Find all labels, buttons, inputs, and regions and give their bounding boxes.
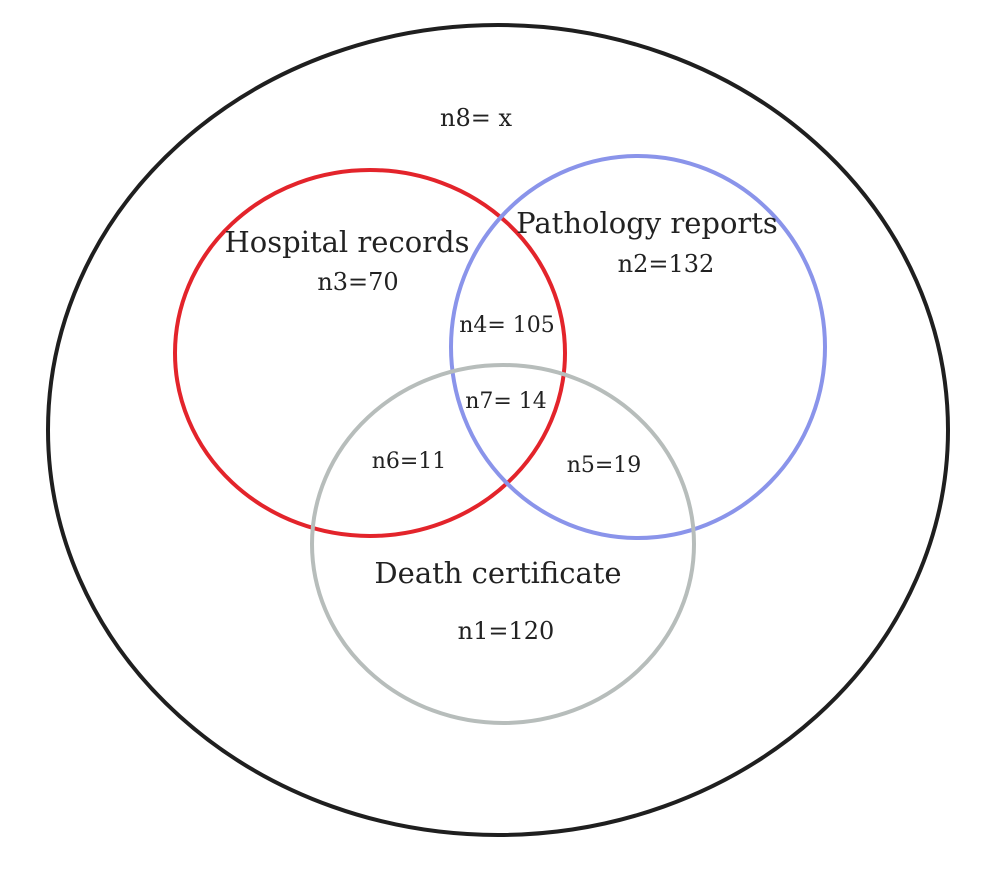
hospital-records-name: Hospital records: [225, 225, 470, 259]
all-three-intersection-label: n7= 14: [465, 389, 547, 414]
hospital-pathology-intersection-label: n4= 105: [459, 313, 555, 338]
universe-ellipse: [46, 23, 950, 837]
death-certificate-name: Death certificate: [374, 556, 621, 590]
pathology-death-intersection-label: n5=19: [567, 453, 642, 478]
death-certificate-count: n1=120: [458, 617, 555, 645]
pathology-reports-count: n2=132: [618, 250, 715, 278]
hospital-death-intersection-label: n6=11: [372, 449, 447, 474]
pathology-reports-circle: [449, 154, 827, 540]
universe-count-label: n8= x: [440, 104, 512, 132]
pathology-reports-name: Pathology reports: [516, 206, 778, 240]
death-certificate-circle: [310, 363, 696, 725]
hospital-records-circle: [173, 168, 567, 538]
hospital-records-count: n3=70: [317, 268, 398, 296]
